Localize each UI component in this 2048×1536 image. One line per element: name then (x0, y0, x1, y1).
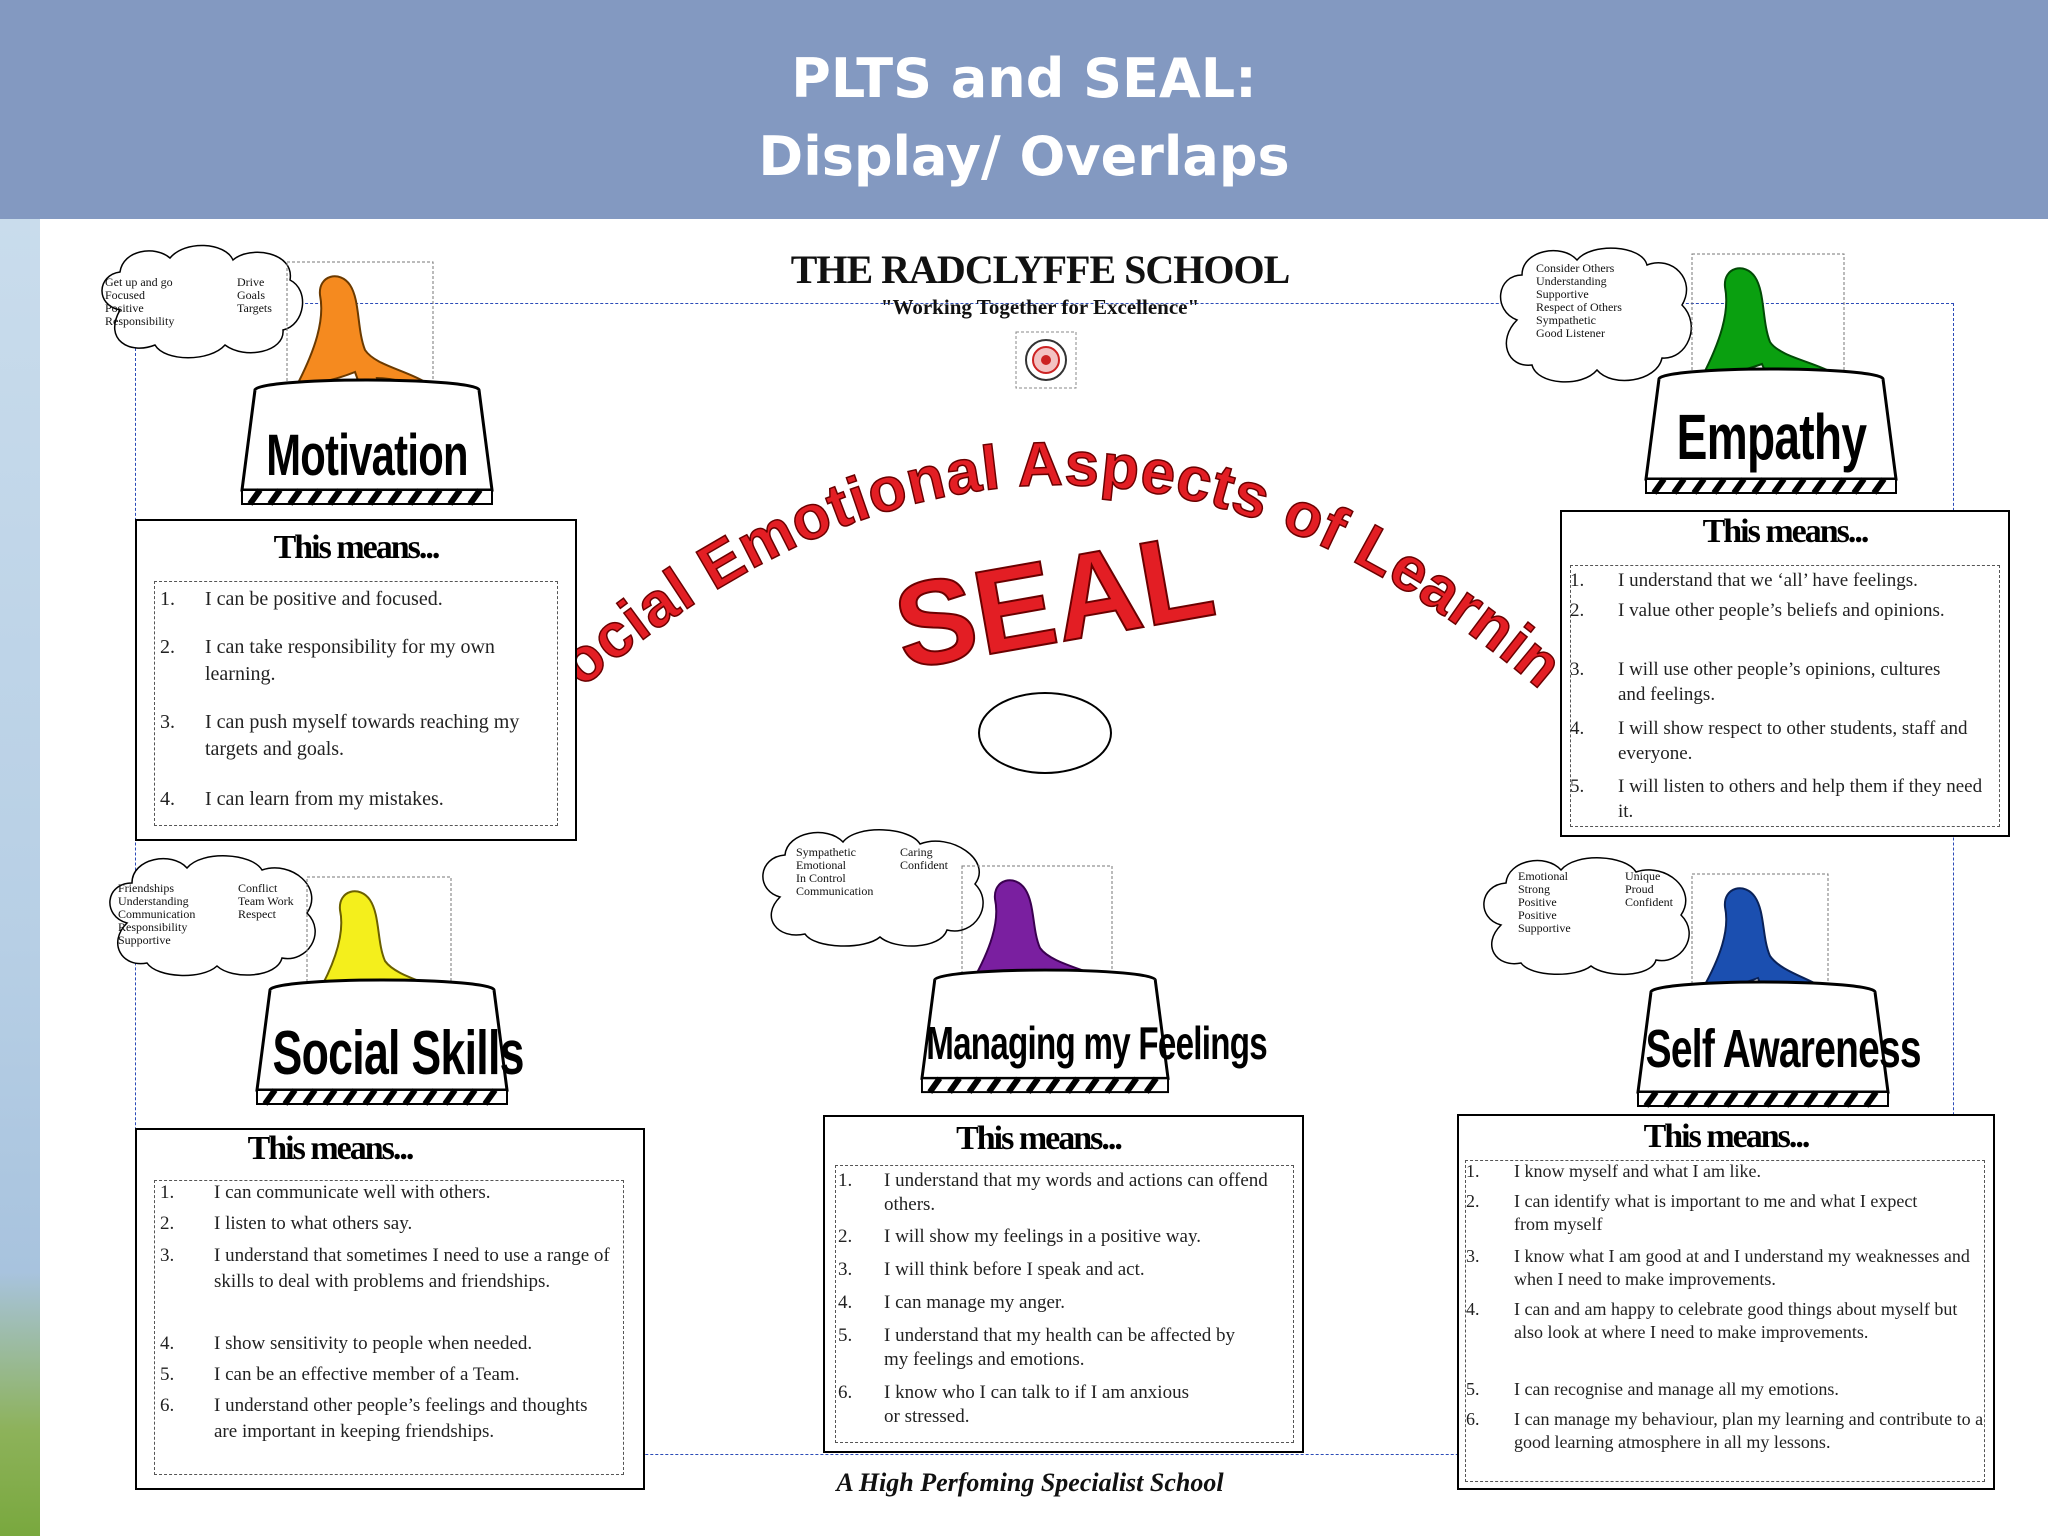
motivation-box: This means... (135, 519, 577, 841)
empathy-box: This means... (1560, 510, 2010, 837)
managing-feelings-cloud-words-col2: Caring Confident (900, 845, 948, 872)
empathy-stand (1644, 367, 1898, 495)
center-oval (978, 692, 1112, 774)
motivation-box-title: This means... (273, 529, 441, 566)
blue-seal-body (1700, 887, 1823, 992)
self-awareness-box: This means... (1457, 1114, 1995, 1490)
empathy-label: Empathy (1676, 401, 1867, 473)
managing-feelings-cloud (762, 829, 984, 947)
social-skills-list (154, 1180, 624, 1475)
arc-title: Social Emotional Aspects of Learning (540, 390, 1576, 702)
empathy-cloud-words: Consider Others Understanding Supportive… (1536, 261, 1622, 340)
managing-feelings-cloud-words-col1: Sympathetic Emotional In Control Communi… (796, 845, 874, 898)
school-crest-icon (1015, 331, 1077, 389)
slide-title-banner: PLTS and SEAL: Display/ Overlaps (0, 0, 2048, 219)
motivation-cloud-words-col1: Get up and go Focused Positive Responsib… (105, 275, 175, 328)
slide-title-line1: PLTS and SEAL: (791, 47, 1257, 110)
orange-seal-icon (286, 261, 434, 394)
self-awareness-cloud-words-col2: Unique Proud Confident (1625, 869, 1673, 909)
managing-feelings-box-title: This means... (956, 1120, 1123, 1157)
social-skills-cloud (109, 855, 316, 977)
empathy-cloud (1500, 247, 1692, 383)
slide-title-line2: Display/ Overlaps (758, 125, 1290, 188)
self-awareness-cloud-words-col1: Emotional Strong Positive Positive Suppo… (1518, 869, 1571, 935)
self-awareness-cloud (1483, 857, 1690, 976)
seal-word: SEAL (884, 506, 1224, 692)
school-name: THE RADCLYFFE SCHOOL (790, 247, 1291, 292)
motivation-cloud-words-col2: Drive Goals Targets (237, 275, 272, 315)
poster-footer: A High Perfoming Specialist School (836, 1468, 1224, 1497)
self-awareness-list (1465, 1160, 1985, 1482)
self-awareness-label: Self Awareness (1645, 1019, 1922, 1079)
social-skills-cloud-words-col1: Friendships Understanding Communication … (118, 881, 196, 947)
green-seal-body (1700, 267, 1838, 380)
self-awareness-box-title: This means... (1643, 1118, 1811, 1155)
motivation-stand (240, 378, 494, 506)
social-skills-cloud-words-col2: Conflict Team Work Respect (238, 881, 294, 921)
self-awareness-stand (1636, 980, 1890, 1108)
managing-feelings-box: This means... (823, 1115, 1304, 1453)
motivation-cloud (101, 244, 304, 359)
school-motto: "Working Together for Excellence" (880, 295, 1200, 319)
social-skills-stand (255, 978, 509, 1106)
svg-text:SEAL: SEAL (885, 507, 1223, 692)
background-strip (0, 219, 40, 1536)
empathy-list (1570, 565, 2000, 827)
social-skills-box: This means... (135, 1128, 645, 1490)
social-skills-box-title: This means... (247, 1130, 415, 1167)
motivation-label: Motivation (266, 423, 468, 488)
motivation-list (154, 581, 558, 826)
managing-feelings-list (835, 1165, 1294, 1443)
orange-seal-body (295, 275, 428, 388)
social-skills-label: Social Skills (272, 1019, 525, 1088)
empathy-box-title: This means... (1702, 513, 1870, 550)
managing-feelings-stand (920, 968, 1170, 1094)
slide-title: PLTS and SEAL: Display/ Overlaps (0, 40, 2048, 196)
managing-feelings-label: Managing my Feelings (926, 1017, 1268, 1069)
